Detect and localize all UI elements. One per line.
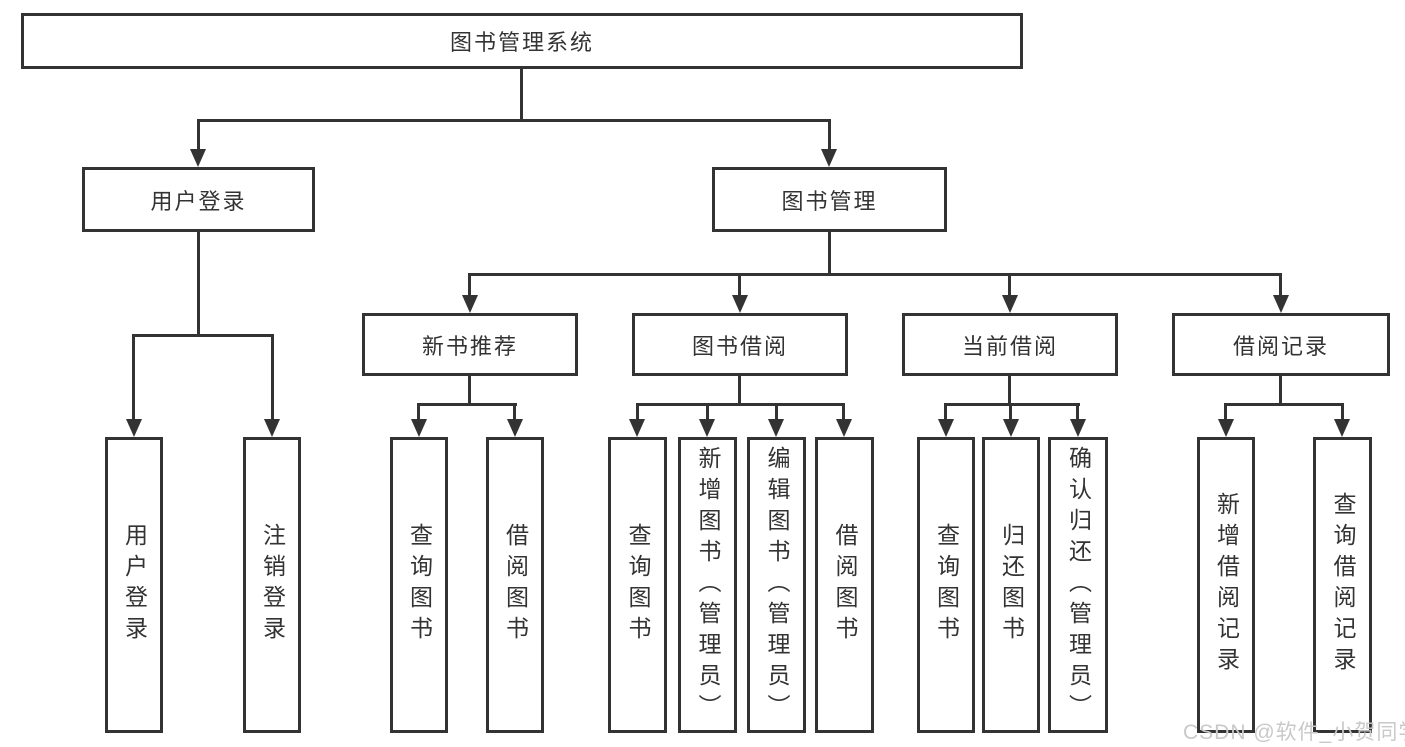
connector-arrowhead (821, 149, 837, 167)
node-library-management-system: 图书管理系统 (21, 13, 1023, 69)
connector-vline (1009, 403, 1012, 421)
connector-arrowhead (1002, 295, 1018, 313)
connector-vline (468, 273, 471, 297)
connector-vline (775, 403, 778, 421)
connector-arrowhead (629, 419, 645, 437)
connector-vline (738, 273, 741, 297)
connector-hline (944, 403, 1080, 406)
connector-vline (132, 334, 135, 421)
connector-vline (1076, 403, 1079, 421)
connector-vline (738, 376, 741, 403)
leaf-borrow-query-books: 查询图书 (608, 437, 667, 733)
connector-vline (1008, 376, 1011, 403)
leaf-borrow-edit-books-admin: 编辑图书（管理员） (747, 437, 806, 733)
connector-vline (828, 232, 831, 273)
connector-arrowhead (462, 295, 478, 313)
connector-hline (197, 119, 831, 122)
leaf-current-query-books: 查询图书 (917, 437, 975, 733)
connector-arrowhead (507, 419, 523, 437)
connector-vline (468, 376, 471, 403)
connector-vline (1279, 376, 1282, 403)
connector-arrowhead (1334, 419, 1350, 437)
leaf-record-add-borrow-record: 新增借阅记录 (1197, 437, 1255, 733)
connector-vline (842, 403, 845, 421)
connector-arrowhead (836, 419, 852, 437)
connector-arrowhead (732, 295, 748, 313)
connector-arrowhead (411, 419, 427, 437)
connector-vline (417, 403, 420, 421)
connector-vline (197, 232, 200, 334)
leaf-logout: 注销登录 (243, 437, 301, 733)
leaf-current-confirm-return-admin: 确认归还（管理员） (1048, 437, 1108, 733)
connector-vline (520, 69, 523, 119)
connector-vline (706, 403, 709, 421)
leaf-borrow-borrow-books: 借阅图书 (815, 437, 874, 733)
connector-vline (944, 403, 947, 421)
connector-vline (513, 403, 516, 421)
connector-vline (197, 119, 200, 151)
node-user-login: 用户登录 (82, 167, 315, 232)
connector-hline (1224, 403, 1344, 406)
connector-arrowhead (1273, 295, 1289, 313)
leaf-record-query-borrow-record: 查询借阅记录 (1313, 437, 1372, 733)
connector-arrowhead (938, 419, 954, 437)
connector-hline (636, 403, 845, 406)
connector-arrowhead (126, 419, 142, 437)
node-book-borrowing: 图书借阅 (632, 313, 848, 376)
connector-vline (636, 403, 639, 421)
connector-hline (468, 273, 1282, 276)
node-new-book-recommend: 新书推荐 (362, 313, 578, 376)
connector-hline (132, 334, 274, 337)
connector-arrowhead (190, 149, 206, 167)
connector-arrowhead (1070, 419, 1086, 437)
connector-vline (1008, 273, 1011, 297)
leaf-newbook-query-books: 查询图书 (390, 437, 448, 733)
connector-vline (828, 119, 831, 151)
node-current-borrowing: 当前借阅 (902, 313, 1118, 376)
leaf-borrow-add-books-admin: 新增图书（管理员） (678, 437, 737, 733)
connector-hline (417, 403, 517, 406)
connector-arrowhead (1218, 419, 1234, 437)
connector-vline (1341, 403, 1344, 421)
connector-arrowhead (1003, 419, 1019, 437)
connector-vline (1224, 403, 1227, 421)
node-borrow-records: 借阅记录 (1172, 313, 1390, 376)
connector-vline (271, 334, 274, 421)
watermark: CSDN @软件_小贺同学 (1183, 721, 1405, 744)
leaf-newbook-borrow-books: 借阅图书 (486, 437, 544, 733)
connector-arrowhead (768, 419, 784, 437)
connector-vline (1279, 273, 1282, 297)
node-book-management: 图书管理 (712, 167, 947, 232)
leaf-user-login: 用户登录 (105, 437, 163, 733)
leaf-current-return-books: 归还图书 (982, 437, 1040, 733)
connector-arrowhead (264, 419, 280, 437)
connector-arrowhead (699, 419, 715, 437)
